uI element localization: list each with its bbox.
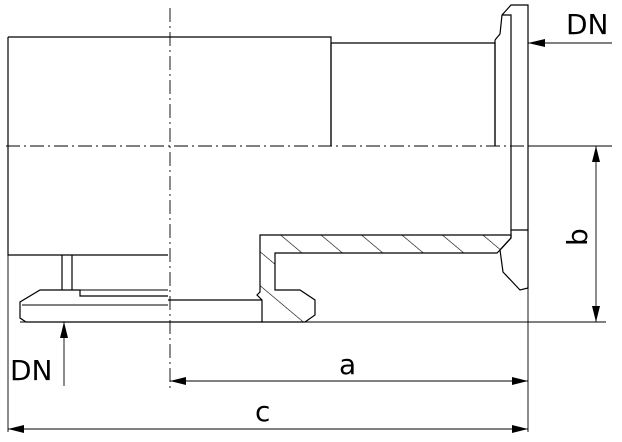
dn-bottom-label: DN — [10, 354, 53, 387]
dimension-a: a — [170, 348, 528, 385]
upper-body — [7, 4, 529, 256]
dimension-c-label: c — [255, 395, 270, 428]
sectioned-wall — [256, 234, 512, 323]
lower-left-flange — [19, 289, 262, 323]
dimension-c: c — [8, 395, 528, 433]
right-flange-lower — [510, 146, 529, 231]
dn-bottom-callout: DN — [10, 322, 68, 387]
dn-top-callout: DN — [528, 8, 612, 47]
tube-section — [330, 42, 496, 146]
dimension-a-label: a — [339, 348, 356, 381]
dimension-b-label: b — [561, 228, 594, 246]
top-flange — [494, 4, 529, 146]
extension-lines — [7, 145, 606, 432]
dn-top-label: DN — [566, 8, 609, 41]
lower-left-stem — [61, 255, 73, 290]
dimension-b: b — [561, 146, 600, 322]
lower-section — [19, 146, 529, 323]
